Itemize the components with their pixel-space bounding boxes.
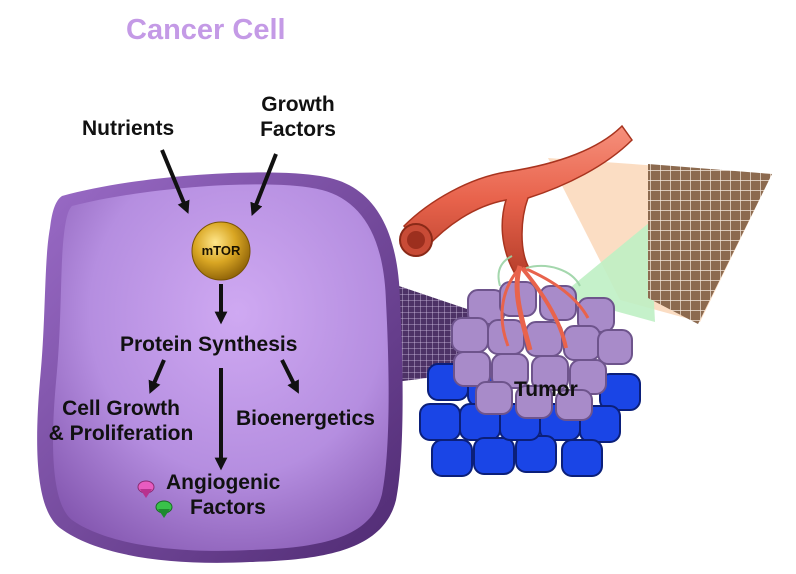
vessel-icon xyxy=(399,124,633,351)
tumor-label: Tumor xyxy=(514,378,578,401)
cell-growth-label: Cell Growth & Proliferation xyxy=(36,396,206,446)
cell-interior xyxy=(53,184,389,551)
growth-factors-line-1: Growth xyxy=(261,93,335,116)
tumor-purple-cells xyxy=(451,281,633,421)
green-panel xyxy=(560,222,655,322)
arrow-growth-mtor xyxy=(250,153,278,216)
angiogenic-line-2: Factors xyxy=(190,496,266,519)
cell-growth-line-2: & Proliferation xyxy=(48,422,194,445)
diagram-title: Cancer Cell xyxy=(126,14,286,46)
cell-growth-line-1: Cell Growth xyxy=(62,397,180,420)
pink-gem-icon xyxy=(137,480,155,498)
arrow-protein-growth xyxy=(148,359,166,394)
green-gem-icon xyxy=(155,500,173,518)
protein-synthesis-label: Protein Synthesis xyxy=(120,333,298,356)
input-growth-factors: Growth Factors xyxy=(250,92,346,142)
angiogenic-line-1: Angiogenic xyxy=(166,471,281,494)
mtor-label: mTOR xyxy=(201,243,241,258)
bioenergetics-label: Bioenergetics xyxy=(236,407,375,430)
brown-hatched-panel xyxy=(648,164,772,324)
arrow-protein-bioenergetics xyxy=(280,359,299,394)
growth-factors-line-2: Factors xyxy=(260,118,336,141)
mtor-icon xyxy=(191,221,251,281)
input-nutrients: Nutrients xyxy=(82,117,175,140)
arrow-nutrients-mtor xyxy=(160,149,190,214)
